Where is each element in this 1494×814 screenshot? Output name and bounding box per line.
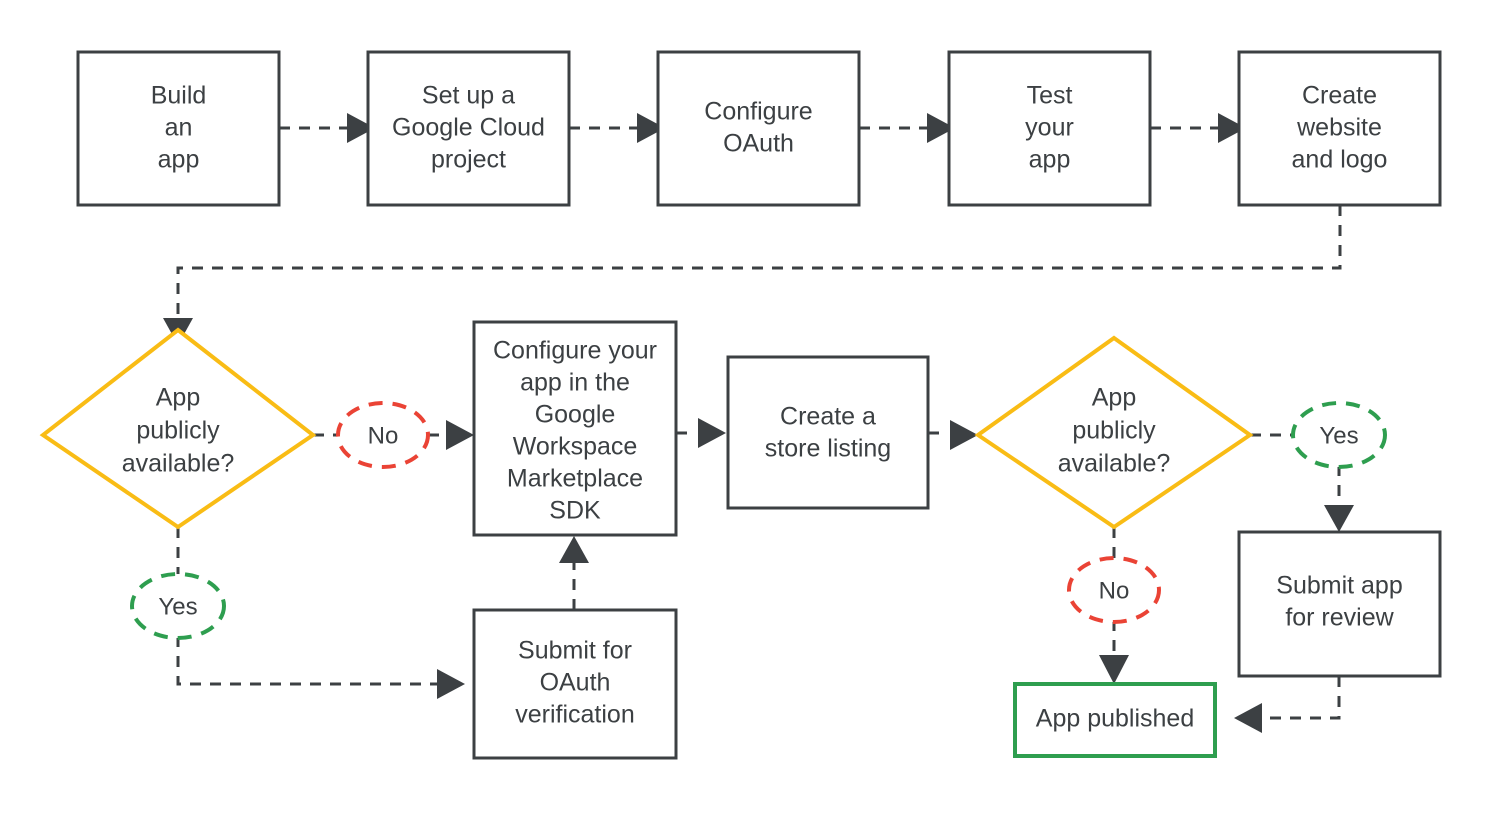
arrowhead-no-to-app-published	[1099, 655, 1129, 684]
arrowhead-no-to-configure-sdk	[446, 420, 474, 450]
arrowhead-yes-to-submit-oauth	[437, 669, 465, 699]
node-submit-app-review-line-1: for review	[1285, 604, 1394, 632]
node-decision-left-line-2: available?	[122, 450, 235, 478]
node-submit-app-review[interactable]: Submit app for review	[1237, 530, 1442, 678]
arrowhead-build-to-setup	[347, 113, 375, 143]
node-configure-sdk-line-1: app in the	[520, 369, 630, 397]
node-create-website-logo[interactable]: Create website and logo	[1237, 50, 1442, 207]
node-create-website-logo-line-0: Create	[1302, 82, 1377, 110]
arrowhead-test-to-website	[1218, 113, 1246, 143]
node-configure-sdk-line-4: Marketplace	[507, 465, 643, 493]
node-test-your-app-line-2: app	[1029, 146, 1071, 174]
node-create-store-listing-box[interactable]	[726, 355, 930, 510]
node-submit-app-review-line-0: Submit app	[1276, 572, 1402, 600]
yes-label-ellipse-right	[1291, 401, 1387, 469]
no-label-text-right: No	[1099, 577, 1130, 604]
node-create-website-logo-line-1: website	[1296, 114, 1382, 142]
node-test-your-app-box[interactable]	[947, 50, 1152, 207]
node-decision-right[interactable]: App publicly available?	[974, 335, 1254, 530]
edge-submit-review-to-app-published	[1262, 676, 1341, 720]
edge-website-to-decision-left	[176, 205, 1342, 318]
edge-label-left-yes: Yes	[130, 572, 226, 640]
node-decision-right-diamond[interactable]	[974, 335, 1254, 530]
node-submit-app-review-box[interactable]	[1237, 530, 1442, 678]
node-set-up-project[interactable]: Set up a Google Cloud project	[366, 50, 571, 207]
arrowhead-setup-to-oauth	[637, 113, 665, 143]
no-label-ellipse-right	[1067, 556, 1161, 624]
node-create-store-listing-line-0: Create a	[780, 403, 876, 431]
node-submit-oauth-line-0: Submit for	[518, 637, 632, 665]
node-configure-oauth-box[interactable]	[656, 50, 861, 207]
node-test-your-app-line-1: your	[1025, 114, 1074, 142]
node-build-an-app-box[interactable]	[76, 50, 281, 207]
yes-label-ellipse-left	[130, 572, 226, 640]
node-create-store-listing-line-1: store listing	[765, 435, 891, 463]
arrowhead-yes-to-submit-review	[1324, 505, 1354, 532]
node-app-published[interactable]: App published	[1013, 682, 1217, 758]
node-configure-oauth-line-0: Configure	[704, 98, 812, 126]
node-submit-oauth-verification[interactable]: Submit for OAuth verification	[472, 608, 678, 760]
edge-label-left-no: No	[336, 401, 430, 469]
no-label-text-left: No	[368, 422, 399, 449]
node-set-up-project-line-2: project	[431, 146, 506, 174]
node-submit-oauth-line-1: OAuth	[540, 669, 611, 697]
node-decision-left-line-1: publicly	[136, 417, 220, 445]
node-app-published-line-0: App published	[1036, 705, 1194, 733]
arrowhead-store-listing-to-decision-right	[950, 420, 978, 450]
node-app-published-box[interactable]	[1013, 682, 1217, 758]
node-create-website-logo-box[interactable]	[1237, 50, 1442, 207]
no-label-ellipse-left	[336, 401, 430, 469]
node-set-up-project-line-0: Set up a	[422, 82, 515, 110]
yes-label-text-left: Yes	[158, 593, 197, 620]
node-set-up-project-box[interactable]	[366, 50, 571, 207]
edge-label-right-yes: Yes	[1291, 401, 1387, 469]
node-decision-left[interactable]: App publicly available?	[39, 327, 317, 530]
yes-label-text-right: Yes	[1319, 422, 1358, 449]
node-submit-oauth-line-2: verification	[515, 701, 635, 729]
node-configure-oauth-line-1: OAuth	[723, 130, 794, 158]
node-decision-right-line-0: App	[1092, 384, 1136, 412]
node-build-an-app-line-1: an	[165, 114, 193, 142]
node-submit-oauth-verification-box[interactable]	[472, 608, 678, 760]
node-build-an-app[interactable]: Build an app	[76, 50, 281, 207]
edge-label-right-no: No	[1067, 556, 1161, 624]
node-decision-left-line-0: App	[156, 384, 200, 412]
connectors-layer	[163, 113, 1354, 733]
node-create-website-logo-line-2: and logo	[1292, 146, 1388, 174]
node-set-up-project-line-1: Google Cloud	[392, 114, 545, 142]
node-configure-sdk[interactable]: Configure your app in the Google Workspa…	[472, 320, 678, 537]
edge-yes-to-submit-oauth	[176, 636, 437, 686]
node-configure-sdk-line-5: SDK	[549, 497, 601, 525]
node-configure-sdk-line-3: Workspace	[513, 433, 638, 461]
node-test-your-app-line-0: Test	[1027, 82, 1073, 110]
node-decision-right-line-2: available?	[1058, 450, 1171, 478]
arrowhead-submit-review-to-app-published	[1234, 703, 1262, 733]
node-build-an-app-line-2: app	[158, 146, 200, 174]
node-decision-left-diamond[interactable]	[39, 327, 317, 530]
node-test-your-app[interactable]: Test your app	[947, 50, 1152, 207]
arrowhead-submit-oauth-to-sdk	[559, 536, 589, 563]
node-configure-sdk-line-2: Google	[535, 401, 616, 429]
node-configure-sdk-line-0: Configure your	[493, 337, 657, 365]
arrowhead-sdk-to-store-listing	[698, 418, 726, 448]
arrowhead-oauth-to-test	[927, 113, 955, 143]
node-build-an-app-line-0: Build	[151, 82, 207, 110]
node-decision-right-line-1: publicly	[1072, 417, 1156, 445]
node-configure-oauth[interactable]: Configure OAuth	[656, 50, 861, 207]
node-create-store-listing[interactable]: Create a store listing	[726, 355, 930, 510]
node-configure-sdk-box[interactable]	[472, 320, 678, 537]
